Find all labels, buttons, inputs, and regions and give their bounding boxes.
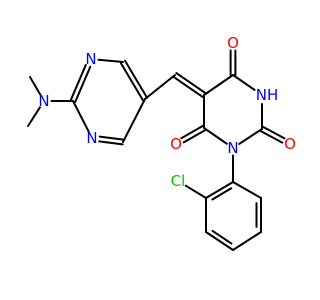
bond-ph_c6-ph_c1 — [232, 181, 262, 199]
atom-label-layer: N N N NH N O O O Cl — [38, 34, 296, 190]
bond-me2n-me_b — [27, 106, 41, 127]
bond-exo_c-ring_c5-b — [175, 72, 207, 95]
bond-pyr_c1-pyr_c2-b — [119, 62, 144, 102]
bond-pyr_c2-pyr_n3 — [97, 58, 124, 63]
molecule-diagram: N N N NH N O O O Cl — [0, 0, 300, 300]
atom-label-o4: O — [227, 34, 239, 52]
bond-ph_c4-ph_c5 — [232, 231, 262, 251]
bond-ph_c3-ph_c4-inner — [211, 229, 233, 245]
atom-label-pyr_n5: N — [86, 129, 97, 147]
bond-exo_c-ring_c5-a — [172, 75, 204, 98]
bond-ring_c6-o6-b — [182, 129, 207, 144]
atom-label-ring_n3: NH — [256, 86, 279, 104]
atom-label-pyr_n3: N — [85, 50, 96, 68]
bond-ph_c2-cl — [184, 184, 207, 199]
bond-ring_c2-o2-a — [259, 130, 284, 144]
atom-label-o6: O — [170, 135, 182, 153]
diagram-background — [0, 0, 300, 300]
bond-pyr_n5-pyr_c6-a — [98, 140, 124, 146]
bond-ring_c6-o6-a — [180, 124, 204, 140]
bond-pyr_n3-pyr_c4-b — [74, 65, 92, 103]
bond-pyr_n5-pyr_c6-b — [98, 135, 125, 141]
bond-ph_c3-ph_c4 — [205, 231, 234, 251]
bond-pyr_c6-pyr_c1 — [122, 98, 146, 143]
bond-pyr_c4-pyr_n5 — [72, 100, 90, 133]
atom-label-me2n: N — [38, 92, 49, 110]
atom-label-ring_n1: N — [227, 139, 238, 157]
bond-ring_n1-ring_c6 — [203, 127, 228, 145]
bond-ph_c1-ph_c2-inner — [211, 187, 233, 201]
bond-ring_c5-ring_c4 — [203, 74, 234, 96]
bond-me2n-me_a — [29, 76, 42, 96]
bond-pyr_c1-exo_c — [144, 74, 176, 100]
bond-ring_c2-o2-b — [262, 125, 286, 140]
bond-ring_c2-ring_n1 — [238, 128, 263, 145]
atom-label-o2: O — [284, 135, 296, 153]
atom-label-cl: Cl — [171, 172, 186, 190]
bond-ph_c1-ph_c2 — [205, 181, 234, 199]
bond-layer — [27, 49, 286, 251]
bond-ring_c4-ring_n3 — [232, 74, 256, 91]
bond-pyr_n3-pyr_c4-a — [69, 63, 87, 102]
bond-pyr_c1-pyr_c2-a — [124, 59, 149, 99]
